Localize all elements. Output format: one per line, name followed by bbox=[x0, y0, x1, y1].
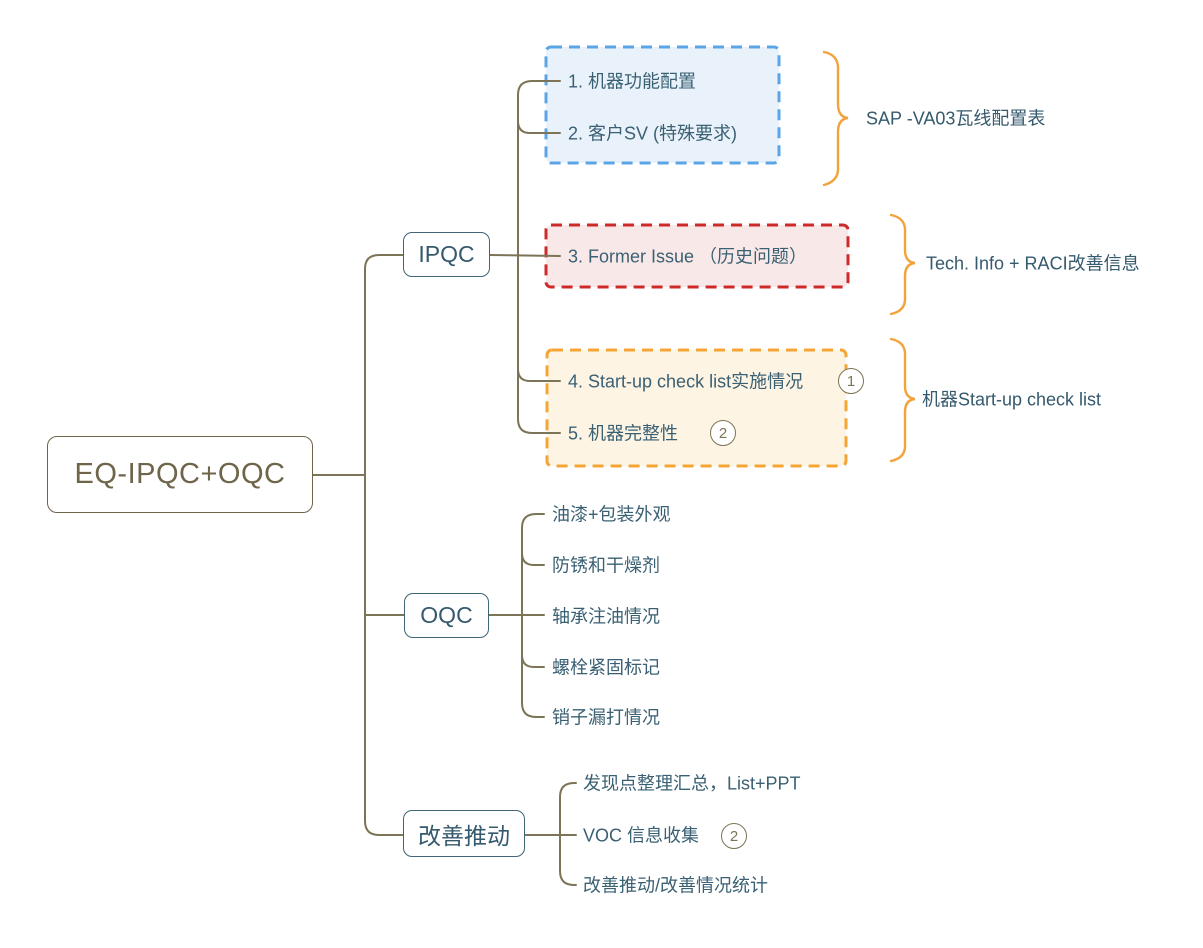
badge-circled-2: 2 bbox=[710, 420, 736, 446]
branch-node-oqc[interactable]: OQC bbox=[404, 593, 489, 638]
brace-sap bbox=[822, 50, 849, 187]
badge-circled-2-voc: 2 bbox=[721, 823, 747, 849]
leaf-improvement-statistics[interactable]: 改善推动/改善情况统计 bbox=[583, 875, 768, 896]
leaf-antirust-desiccant[interactable]: 防锈和干燥剂 bbox=[552, 555, 660, 576]
branch-node-ipqc[interactable]: IPQC bbox=[403, 232, 490, 277]
group-box-startup-check bbox=[545, 348, 848, 468]
leaf-findings-summary[interactable]: 发现点整理汇总，List+PPT bbox=[583, 773, 801, 794]
annotation-sap-va03: SAP -VA03瓦线配置表 bbox=[866, 108, 1046, 129]
leaf-voc-collection[interactable]: VOC 信息收集 bbox=[583, 825, 700, 846]
leaf-machine-function-config[interactable]: 1. 机器功能配置 bbox=[568, 71, 697, 92]
annotation-machine-startup-list: 机器Start-up check list bbox=[922, 389, 1102, 410]
leaf-startup-checklist[interactable]: 4. Start-up check list实施情况 bbox=[568, 371, 804, 392]
leaf-former-issue[interactable]: 3. Former Issue （历史问题） bbox=[568, 246, 808, 267]
root-node[interactable]: EQ-IPQC+OQC bbox=[47, 436, 313, 513]
leaf-customer-sv[interactable]: 2. 客户SV (特殊要求) bbox=[568, 123, 738, 144]
leaf-machine-integrity[interactable]: 5. 机器完整性 bbox=[568, 423, 679, 444]
connector-lines bbox=[312, 80, 577, 886]
group-box-machine-config bbox=[544, 45, 781, 165]
leaf-bolt-tightening-mark[interactable]: 螺栓紧固标记 bbox=[552, 657, 660, 678]
badge-circled-1: 1 bbox=[838, 368, 864, 394]
leaf-bearing-oiling[interactable]: 轴承注油情况 bbox=[552, 606, 660, 627]
branch-node-improve[interactable]: 改善推动 bbox=[403, 810, 525, 857]
leaf-paint-packaging[interactable]: 油漆+包装外观 bbox=[552, 504, 671, 525]
leaf-pin-missing[interactable]: 销子漏打情况 bbox=[552, 707, 660, 728]
brace-startup-list bbox=[889, 337, 916, 463]
annotation-tech-info-raci: Tech. Info + RACI改善信息 bbox=[926, 253, 1140, 274]
brace-group bbox=[822, 50, 916, 463]
brace-tech-info bbox=[889, 213, 916, 316]
